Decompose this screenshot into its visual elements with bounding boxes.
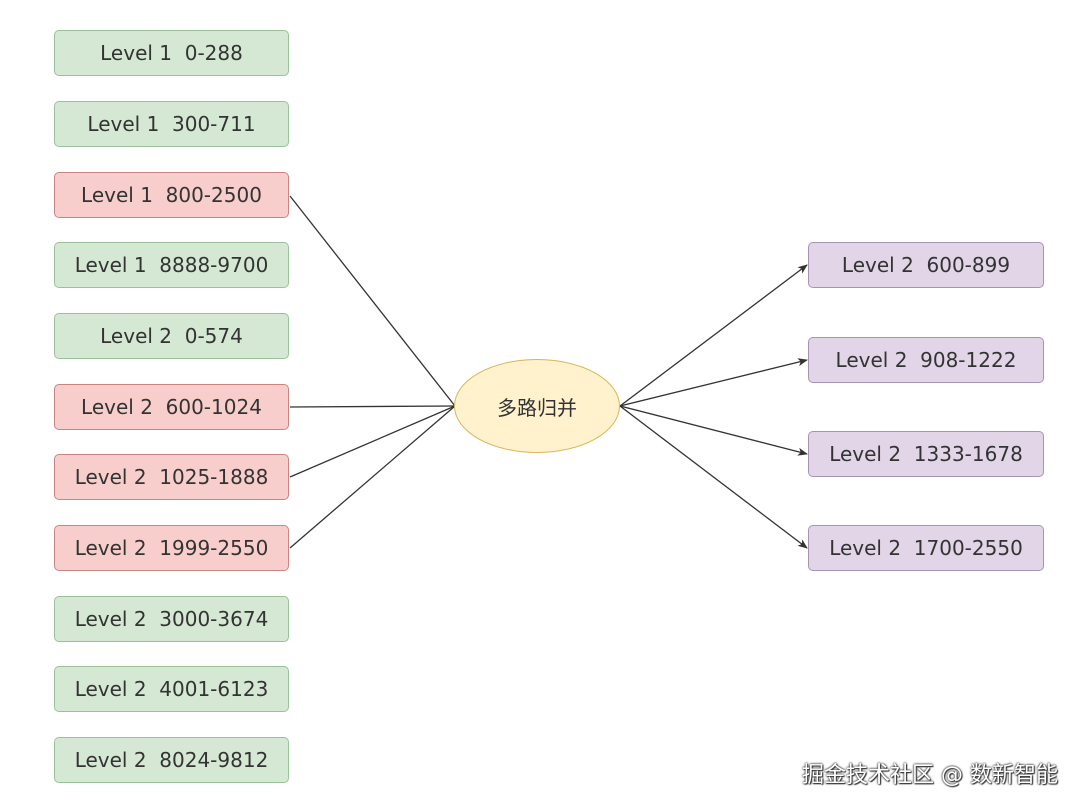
edge-output-4 [619, 405, 808, 549]
input-edges [289, 195, 456, 549]
watermark-text: 掘金技术社区 @ 数新智能 [802, 763, 1058, 788]
merge-node: 多路归并 [454, 359, 620, 453]
output-box-3: Level 2 1333-1678 [808, 431, 1044, 477]
edge-output-2 [619, 358, 808, 407]
input-box-4: Level 1 8888-9700 [54, 242, 289, 288]
input-box-9: Level 2 3000-3674 [54, 596, 289, 642]
edge-output-3 [619, 405, 808, 456]
input-box-3: Level 1 800-2500 [54, 172, 289, 218]
output-box-1: Level 2 600-899 [808, 242, 1044, 288]
input-box-10: Level 2 4001-6123 [54, 666, 289, 712]
output-edges [619, 264, 808, 549]
edge-input-3 [289, 195, 456, 407]
input-box-2: Level 1 300-711 [54, 101, 289, 147]
edge-input-8 [289, 405, 456, 549]
edge-output-1 [619, 264, 808, 407]
input-box-11: Level 2 8024-9812 [54, 737, 289, 783]
output-box-2: Level 2 908-1222 [808, 337, 1044, 383]
input-box-8: Level 2 1999-2550 [54, 525, 289, 571]
input-box-6: Level 2 600-1024 [54, 384, 289, 430]
edge-input-6 [289, 405, 456, 408]
output-box-4: Level 2 1700-2550 [808, 525, 1044, 571]
input-box-7: Level 2 1025-1888 [54, 454, 289, 500]
input-box-1: Level 1 0-288 [54, 30, 289, 76]
input-box-5: Level 2 0-574 [54, 313, 289, 359]
edge-input-7 [289, 405, 456, 478]
